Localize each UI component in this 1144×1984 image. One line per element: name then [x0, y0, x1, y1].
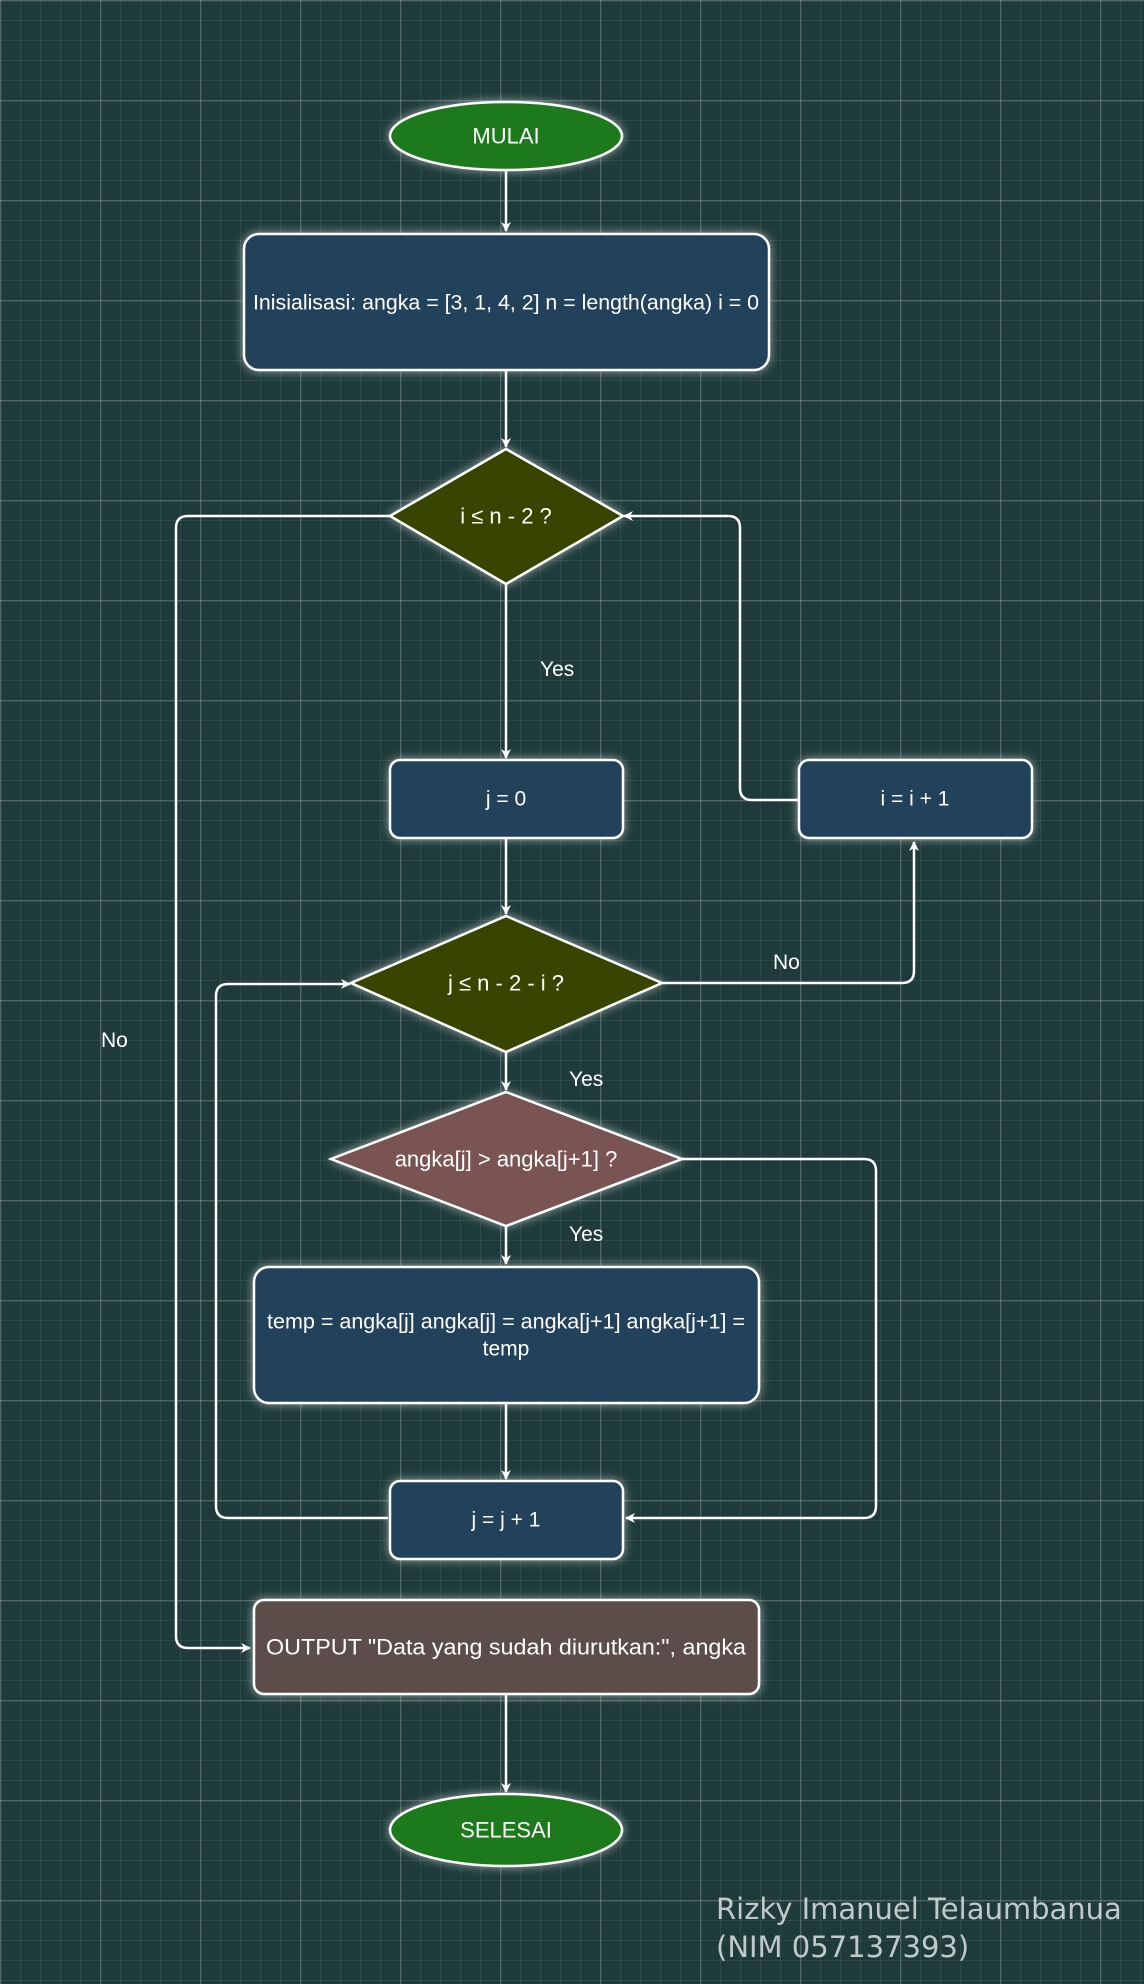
set-j-label: j = 0 [485, 788, 526, 811]
label-cond-i-yes: Yes [540, 658, 574, 681]
inc-j-process-box [388, 1479, 625, 1561]
end-terminal [388, 1792, 624, 1868]
set-j-process-box [388, 758, 625, 840]
label-cond-j-yes: Yes [569, 1068, 603, 1091]
label-cond-j-no: No [773, 951, 800, 974]
output-label: OUTPUT "Data yang sudah diurutkan:", ang… [266, 1635, 747, 1660]
node-compare: angka[j] > angka[j+1] ? [327, 1090, 686, 1228]
cond-j-label: j ≤ n - 2 - i ? [447, 971, 564, 996]
node-start: MULAI [388, 100, 624, 172]
node-swap: temp = angka[j] angka[j] = angka[j+1] an… [252, 1265, 761, 1405]
label-compare-yes: Yes [569, 1223, 603, 1246]
output-box [252, 1598, 761, 1696]
end-label: SELESAI [460, 1818, 552, 1843]
node-set-j: j = 0 [388, 758, 625, 840]
cond-i-decision [387, 447, 626, 586]
edge-inc-i-loop [623, 511, 798, 802]
author-watermark: Rizky Imanuel Telaumbanua (NIM 057137393… [716, 1890, 1122, 1966]
edge-inc-j-loop [214, 979, 388, 1520]
node-inc-i: i = i + 1 [797, 758, 1034, 840]
node-cond-j: j ≤ n - 2 - i ? [347, 914, 666, 1054]
compare-decision [327, 1090, 686, 1228]
swap-process-box [252, 1265, 761, 1405]
node-end: SELESAI [388, 1792, 624, 1868]
edge-cond-i-no [174, 514, 390, 1653]
cond-j-decision [347, 914, 666, 1054]
node-init: Inisialisasi: angka = [3, 1, 4, 2] n = l… [242, 232, 771, 372]
edges [174, 170, 919, 1793]
inc-i-process-box [797, 758, 1034, 840]
author-name: Rizky Imanuel Telaumbanua [716, 1892, 1122, 1926]
cond-i-label: i ≤ n - 2 ? [460, 504, 552, 529]
node-inc-j: j = j + 1 [388, 1479, 625, 1561]
inc-j-label: j = j + 1 [471, 1509, 541, 1532]
init-label: Inisialisasi: angka = [3, 1, 4, 2] n = l… [253, 292, 759, 315]
start-label: MULAI [472, 124, 539, 149]
edge-labels: Yes No No Yes Yes [101, 658, 800, 1246]
start-terminal [388, 100, 624, 172]
swap-label-line-1: temp = angka[j] angka[j] = angka[j+1] an… [267, 1311, 745, 1334]
label-cond-i-no: No [101, 1029, 128, 1052]
inc-i-label: i = i + 1 [881, 788, 950, 811]
node-cond-i: i ≤ n - 2 ? [387, 447, 626, 586]
node-output: OUTPUT "Data yang sudah diurutkan:", ang… [252, 1598, 761, 1696]
init-process-box [242, 232, 771, 372]
swap-label-line-2: temp [483, 1338, 530, 1361]
author-nim: (NIM 057137393) [716, 1930, 970, 1964]
compare-label: angka[j] > angka[j+1] ? [395, 1147, 618, 1172]
edge-cond-j-no [662, 841, 919, 985]
edge-compare-no [625, 1157, 878, 1523]
